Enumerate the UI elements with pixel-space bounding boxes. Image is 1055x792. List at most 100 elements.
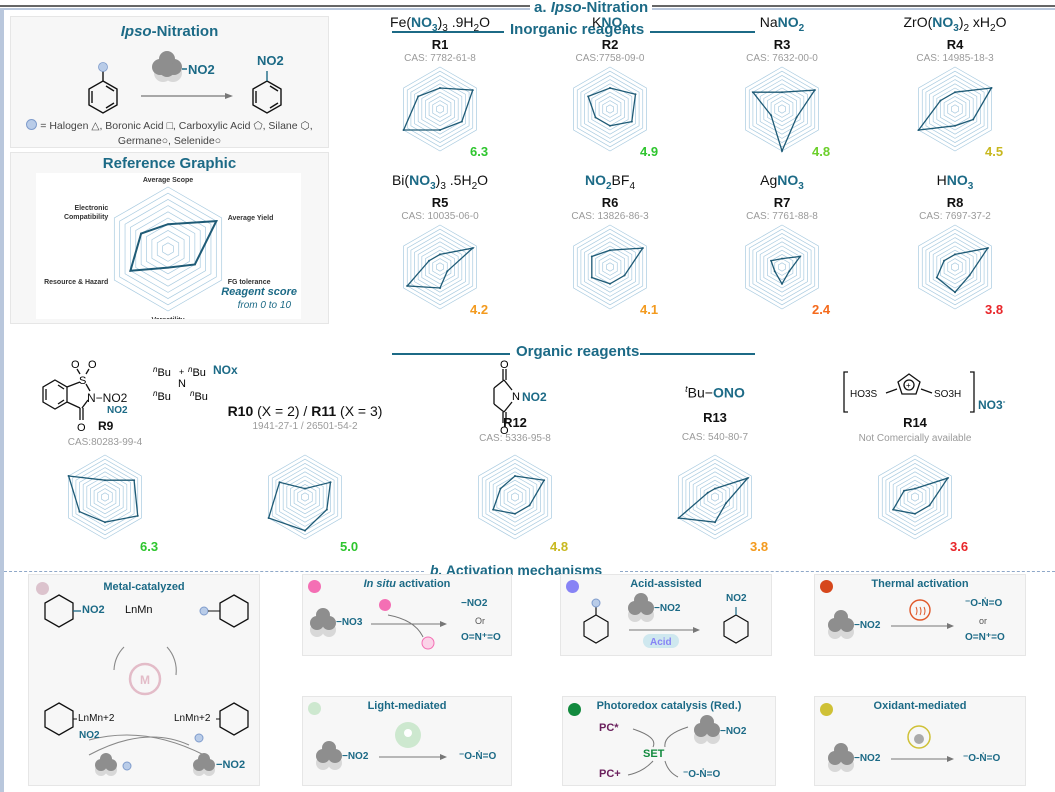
radar-ring [598,253,622,281]
insitu-nitrite-radical: −NO2 [461,598,488,609]
r14-left: HO3S [850,389,878,400]
thermal-diagram [828,599,954,639]
radar-ring [282,471,328,523]
r10-structure: nBu nBu + N nBu nBu [153,365,208,403]
formula-part: ) [958,14,964,30]
radar-ring [146,223,190,275]
product-no2-label: NO2 [257,53,284,68]
radar-point [623,274,626,277]
organic-title: Organic reagents [512,343,644,360]
radar-ring [279,467,331,527]
radar-ring [268,454,342,540]
radar-ring [940,249,970,285]
radar-ring [696,475,734,519]
reference-title: Reference Graphic [102,155,237,172]
radar-point [471,89,474,92]
radar-ring [406,228,474,306]
reagent-id: R4 [946,36,964,52]
organic-rule-right [640,353,755,355]
r14-right: SO3H [934,389,962,400]
radar-ring [573,66,647,152]
radar-point [724,502,727,505]
formula-part: NO [601,14,623,30]
reagent-cas: Not Comercially available [858,433,972,444]
acid-label: Acid [650,637,672,648]
insitu-nitronium: O=N⁺=O [461,632,501,643]
radar-ring [896,475,934,519]
radar-ring [86,475,124,519]
radar-ring [507,488,523,506]
formula-part: .9H [447,14,474,30]
radar-ring [410,232,470,302]
ipso-nitration-panel: Ipso-Nitration NO2 NO2 = Halogen △, Boro… [10,16,329,148]
radar-ring [759,241,805,293]
photoredox-reagent-no2: −NO2 [720,726,747,737]
radar-ring [925,232,985,302]
formula-part: H [936,172,947,188]
left-rule [0,8,4,792]
radar-point [781,282,783,285]
radar-ring [580,74,640,144]
formula-part: NO [777,14,799,30]
mechanism-photoredox: Photoredox catalysis (Red.) SET PC* PC+ … [562,696,776,786]
radar-ring [947,100,963,118]
radar-point [528,504,531,507]
radar-chart-r5 [403,224,477,310]
radar-ring [752,232,812,302]
radar-point [587,95,590,98]
oxidant-title: Oxidant-mediated [873,700,967,712]
heptagon-icon: ○ [161,135,169,147]
radar-point [439,253,441,256]
radar-point [954,124,956,127]
radar-ring [932,241,978,293]
ipso-title-italic: Ipso [120,23,152,40]
metal-reagent-no2-text: NO2 [222,759,246,771]
radar-point [78,510,81,513]
radar-point [590,255,593,258]
r14-no3: NO3- [978,398,1005,412]
light-diagram [316,722,447,770]
radar-point [939,99,942,102]
radar-point [514,512,516,515]
radar-ring [745,224,819,310]
radar-ring [606,262,614,272]
radar-ring [936,87,974,131]
radar-ring [947,258,963,276]
radar-ring [414,79,466,139]
radar-point [928,504,931,507]
acid-title: Acid-assisted [630,578,702,590]
formula-sub: 3 [440,180,446,192]
radar-point [439,87,441,89]
radar-point [706,491,709,494]
radar-ring [410,74,470,144]
radar-point [278,481,281,484]
insitu-title-rest: activation [395,578,451,590]
mechanism-in-situ: In situ activation −NO3 −NO2 Or O=N⁺=O [302,574,512,656]
halogen-circle-icon [26,119,38,130]
radar-ring [403,66,477,152]
radar-chart-r12 [478,454,552,540]
formula-sub: 3 [967,180,974,192]
tert-prefix: t [685,384,688,394]
axis-label: Versatility [151,317,184,319]
radar-ring [478,454,552,540]
radar-point [594,116,597,119]
r12-structure [493,369,513,423]
legend-silane: , Silane [262,120,298,132]
pc-star: PC* [599,722,619,734]
radar-ring [576,228,644,306]
radar-ring [711,492,719,502]
light-dot [308,702,321,715]
acid-reagent-no2: −NO2 [654,603,681,614]
radar-ring [162,242,174,256]
legend-comma: , [309,120,313,132]
thermal-nitrite-radical: ⁻O-Ṅ=O [965,598,1003,609]
reagent-score: 2.4 [812,302,831,317]
formula-part: Bi( [391,172,410,188]
metal-product-no2: NO2 [82,604,105,616]
radar-series [402,87,474,131]
radar-ring [921,228,989,306]
